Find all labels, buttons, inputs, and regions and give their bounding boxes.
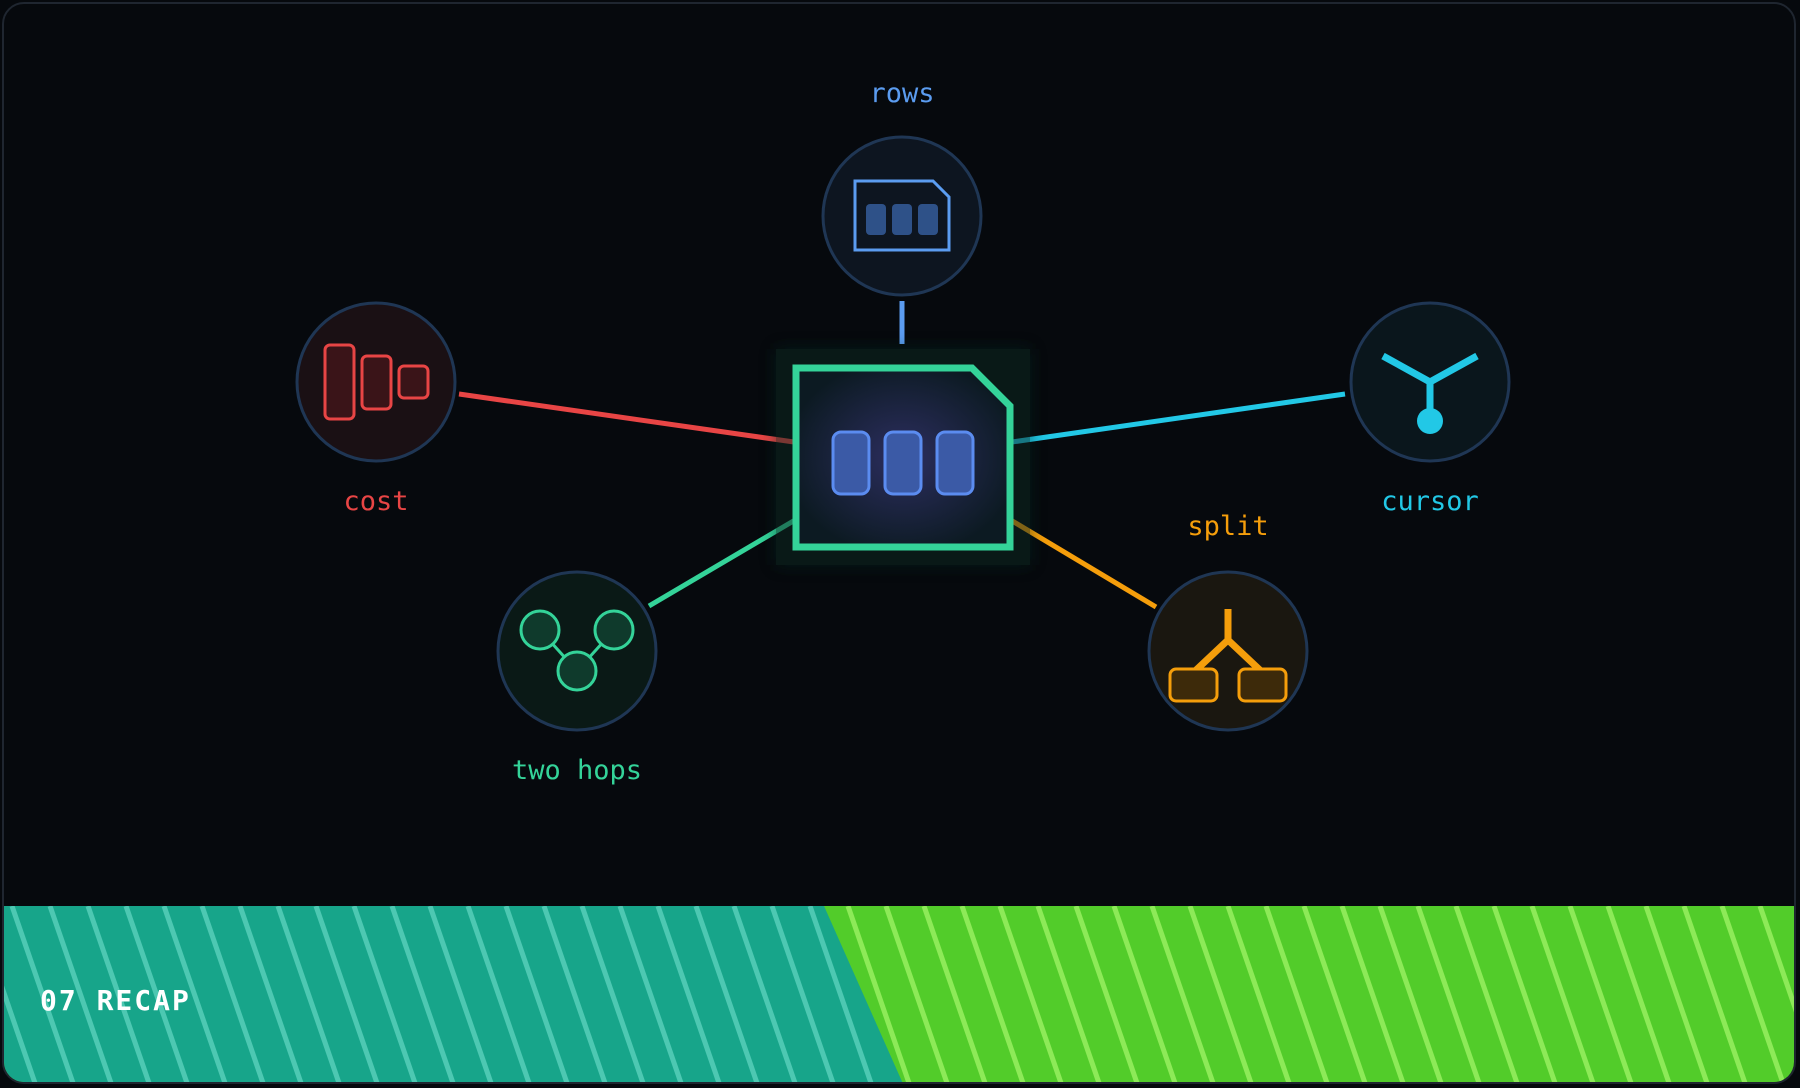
split-node <box>1147 570 1309 732</box>
center-table-node <box>776 349 1030 565</box>
cursor-fork-icon <box>1381 352 1479 434</box>
cost-label: cost <box>343 486 409 517</box>
footer-section-label: 07 RECAP <box>40 984 191 1017</box>
split-label: split <box>1187 511 1269 542</box>
footer-stripes <box>4 906 1794 1082</box>
cursor-label: cursor <box>1381 486 1479 517</box>
two-hops-node <box>496 570 658 732</box>
rows-node <box>821 135 983 297</box>
connector-cost <box>458 391 795 445</box>
diagram-canvas <box>295 135 1511 732</box>
cost-node <box>295 301 457 463</box>
table-page-icon <box>831 430 975 496</box>
footer-band: 07 RECAP <box>4 906 1794 1082</box>
cost-bars-icon <box>323 343 430 421</box>
split-branch-icon <box>1168 609 1288 703</box>
rows-label: rows <box>869 78 935 109</box>
cursor-node <box>1349 301 1511 463</box>
rows-page-icon <box>853 179 951 252</box>
graph-hops-icon <box>519 609 635 692</box>
connector-cursor <box>1011 391 1346 445</box>
two-hops-label: two hops <box>511 755 643 786</box>
